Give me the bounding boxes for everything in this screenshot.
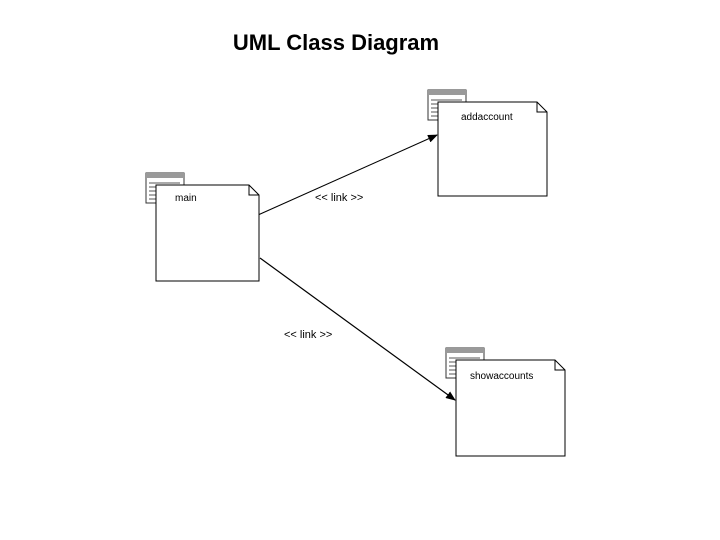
edge-label: << link >> bbox=[315, 192, 363, 204]
edge-label: << link >> bbox=[284, 329, 332, 341]
page-title: UML Class Diagram bbox=[232, 30, 440, 55]
folded-corner bbox=[536, 102, 547, 113]
class-box bbox=[155, 184, 260, 282]
class-box bbox=[455, 359, 566, 457]
class-node-addaccount[interactable]: addaccount bbox=[427, 89, 548, 197]
class-node-showaccounts[interactable]: showaccounts bbox=[445, 347, 566, 457]
edge-main-addaccount[interactable]: << link >> bbox=[257, 134, 438, 216]
edge-line bbox=[259, 257, 456, 401]
class-node-main[interactable]: main bbox=[145, 172, 260, 282]
edge-line bbox=[257, 134, 438, 216]
folded-corner bbox=[554, 360, 565, 371]
edge-main-showaccounts[interactable]: << link >> bbox=[259, 257, 456, 401]
folded-corner bbox=[248, 185, 259, 196]
class-name: showaccounts bbox=[470, 371, 533, 382]
class-name: main bbox=[175, 193, 197, 204]
class-box bbox=[437, 101, 548, 197]
class-name: addaccount bbox=[461, 112, 513, 123]
